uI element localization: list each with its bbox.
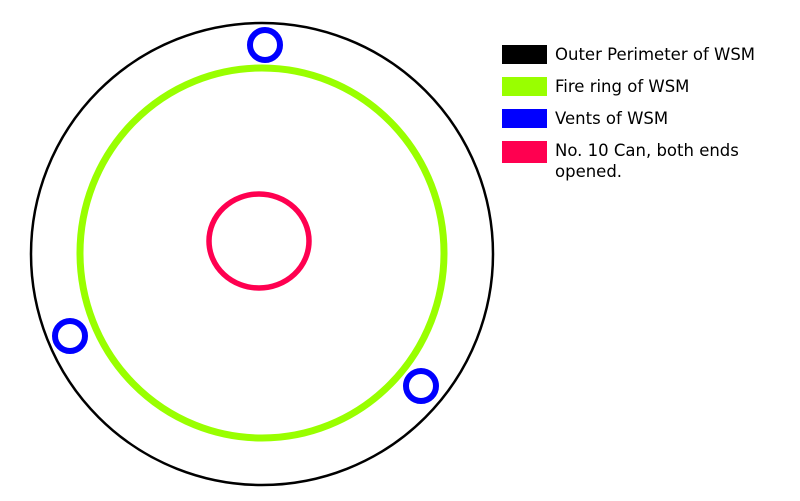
legend-item-outer-perimeter: Outer Perimeter of WSM	[502, 44, 790, 65]
legend-swatch	[502, 77, 547, 96]
legend-label: No. 10 Can, both ends opened.	[555, 141, 739, 181]
legend: Outer Perimeter of WSM Fire ring of WSM …	[502, 44, 790, 193]
vent-left	[52, 318, 88, 354]
outer-perimeter	[29, 21, 495, 487]
vent-right	[403, 368, 439, 404]
legend-item-fire-ring: Fire ring of WSM	[502, 76, 790, 97]
legend-label: Vents of WSM	[555, 109, 669, 128]
legend-item-can: No. 10 Can, both ends opened.	[502, 140, 790, 182]
vent-top	[247, 27, 283, 63]
legend-swatch	[502, 45, 547, 64]
no10-can	[206, 191, 312, 291]
fire-ring	[76, 64, 448, 442]
legend-swatch	[502, 141, 547, 163]
legend-label: Fire ring of WSM	[555, 77, 690, 96]
legend-label: Outer Perimeter of WSM	[555, 45, 756, 64]
legend-item-vents: Vents of WSM	[502, 108, 790, 129]
legend-swatch	[502, 109, 547, 128]
